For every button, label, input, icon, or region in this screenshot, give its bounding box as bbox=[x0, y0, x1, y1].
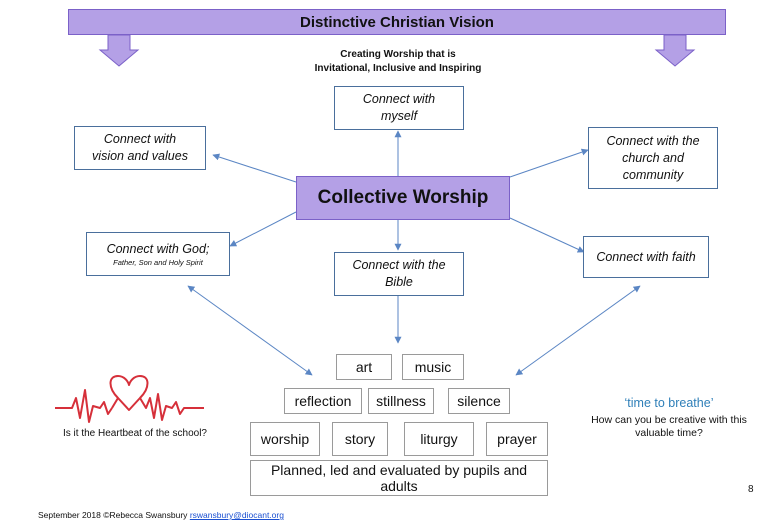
subtitle-line-2: Invitational, Inclusive and Inspiring bbox=[314, 63, 482, 74]
breathe-title: ‘time to breathe’ bbox=[624, 396, 714, 410]
connect-faith-line-1: Connect with faith bbox=[596, 249, 696, 264]
connector-church bbox=[509, 148, 589, 178]
connect-vision-box: Connect with vision and values bbox=[74, 126, 206, 170]
connect-myself-box: Connect with myself bbox=[334, 86, 464, 130]
connector-faith bbox=[509, 217, 585, 253]
practice-stillness: stillness bbox=[368, 388, 434, 414]
connect-church-line-3: community bbox=[622, 167, 684, 182]
practice-planned: Planned, led and evaluated by pupils and… bbox=[250, 460, 548, 496]
connector-vision bbox=[212, 153, 297, 183]
connect-vision-line-1: Connect with bbox=[103, 132, 177, 146]
connect-bible-box: Connect with the Bible bbox=[334, 252, 464, 296]
vision-banner: Distinctive Christian Vision bbox=[68, 9, 726, 35]
practice-story: story bbox=[332, 422, 388, 456]
practice-art: art bbox=[336, 354, 392, 380]
footer: September 2018 ©Rebecca Swansbury rswans… bbox=[38, 510, 284, 520]
connect-church-line-1: Connect with the bbox=[606, 133, 700, 148]
connect-myself-line-1: Connect with bbox=[362, 92, 436, 106]
connector-god-practices bbox=[187, 285, 313, 376]
subtitle-line-1: Creating Worship that is bbox=[340, 49, 456, 60]
footer-text: September 2018 ©Rebecca Swansbury bbox=[38, 510, 188, 520]
connect-faith-box: Connect with faith bbox=[583, 236, 709, 278]
practice-liturgy: liturgy bbox=[404, 422, 474, 456]
practice-music: music bbox=[402, 354, 464, 380]
page-number: 8 bbox=[748, 484, 754, 495]
practice-reflection: reflection bbox=[284, 388, 362, 414]
practice-silence: silence bbox=[448, 388, 510, 414]
connector-faith-practices bbox=[515, 285, 641, 376]
banner-down-arrow-left bbox=[98, 34, 140, 67]
connect-myself-line-2: myself bbox=[380, 109, 418, 123]
connect-god-line-1: Connect with God; bbox=[106, 241, 210, 256]
collective-worship-box: Collective Worship bbox=[296, 176, 510, 220]
connector-god bbox=[229, 211, 297, 247]
heartbeat-caption: Is it the Heartbeat of the school? bbox=[63, 428, 207, 439]
connect-church-box: Connect with the church and community bbox=[588, 127, 718, 189]
connect-bible-line-2: Bible bbox=[385, 275, 413, 289]
breathe-text: How can you be creative with this valuab… bbox=[591, 414, 747, 439]
connect-bible-line-1: Connect with the bbox=[352, 258, 446, 272]
practice-worship: worship bbox=[250, 422, 320, 456]
heartbeat-icon bbox=[55, 375, 204, 423]
connect-vision-line-2: vision and values bbox=[92, 149, 188, 163]
footer-email-link[interactable]: rswansbury@diocant.org bbox=[189, 510, 284, 520]
banner-down-arrow-right bbox=[654, 34, 696, 67]
worship-subtitle: Creating Worship that is Invitational, I… bbox=[250, 48, 546, 76]
connect-church-line-2: church and bbox=[622, 150, 684, 165]
connect-god-line-2: Father, Son and Holy Spirit bbox=[113, 257, 203, 267]
practice-prayer: prayer bbox=[486, 422, 548, 456]
connect-god-box: Connect with God; Father, Son and Holy S… bbox=[86, 232, 230, 276]
